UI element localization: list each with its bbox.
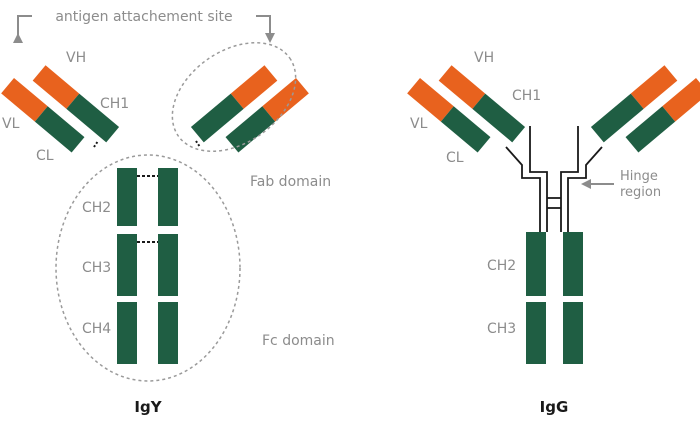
cl-segment [34,106,85,153]
igy-right-fab [190,65,309,153]
igg-cl-label: CL [446,150,464,166]
ch2-right [563,232,583,296]
igg-ch2-label: CH2 [487,258,516,274]
vh-segment [438,65,486,109]
igy-vh-label: VH [66,50,86,66]
igg-hinge [505,126,603,232]
hinge-label-line1: Hinge [620,169,658,184]
igy-ch2-label: CH2 [82,200,111,216]
ch2-left [117,168,137,226]
igg-right-fab [590,65,700,153]
igy-ch3-label: CH3 [82,260,111,276]
vh-segment [32,65,80,109]
igg-left-fab [407,65,526,153]
ch1-segment [472,93,526,143]
hinge-label-line2: region [620,185,661,200]
igy-left-disulfide [93,140,99,148]
igy-right-disulfide [195,140,201,148]
igg-title: IgG [540,398,569,416]
igg-ch3-label: CH3 [487,321,516,337]
ch1-segment [190,93,244,143]
vh-segment [230,65,278,109]
hinge-left-outer [505,146,541,232]
ch4-right [158,302,178,364]
ch3-left [117,234,137,296]
antigen-site-bracket: antigen attachement site [13,9,275,43]
ch3-right [563,302,583,364]
igy-vl-label: VL [2,116,20,132]
igy-fc [117,168,178,364]
igg-antibody: VH CH1 VL CL CH2 CH3 Hinge region IgG [407,50,700,416]
igg-vl-label: VL [410,116,428,132]
ch3-right [158,234,178,296]
igy-ch1-label: CH1 [100,96,129,112]
hinge-left-inner [529,126,548,232]
hinge-right-outer [567,146,603,232]
ch4-left [117,302,137,364]
fc-domain-label: Fc domain [262,333,335,349]
igy-cl-label: CL [36,148,54,164]
vl-segment [262,78,309,122]
fc-domain-outline [55,154,241,382]
vl-segment [1,78,48,122]
cl-segment [440,106,491,153]
ch1-segment [66,93,120,143]
hinge-right-inner [560,126,579,232]
fab-domain-outline [171,42,297,152]
igg-fc [526,232,583,364]
ch2-right [158,168,178,226]
igy-antibody: antigen attachement site [1,9,335,416]
antigen-site-label: antigen attachement site [55,9,232,25]
cl-segment [625,106,676,153]
ch3-left [526,302,546,364]
ch1-segment [590,93,644,143]
igg-ch1-label: CH1 [512,88,541,104]
vh-segment [630,65,678,109]
igg-vh-label: VH [474,50,494,66]
fab-domain-label: Fab domain [250,174,331,190]
ch2-left [526,232,546,296]
igy-title: IgY [134,398,162,416]
vl-segment [407,78,454,122]
cl-segment [225,106,276,153]
igy-ch4-label: CH4 [82,321,111,337]
right-arrow [256,15,275,43]
igy-left-fab [1,65,120,153]
left-arrow [13,15,32,43]
vl-segment [662,78,700,122]
